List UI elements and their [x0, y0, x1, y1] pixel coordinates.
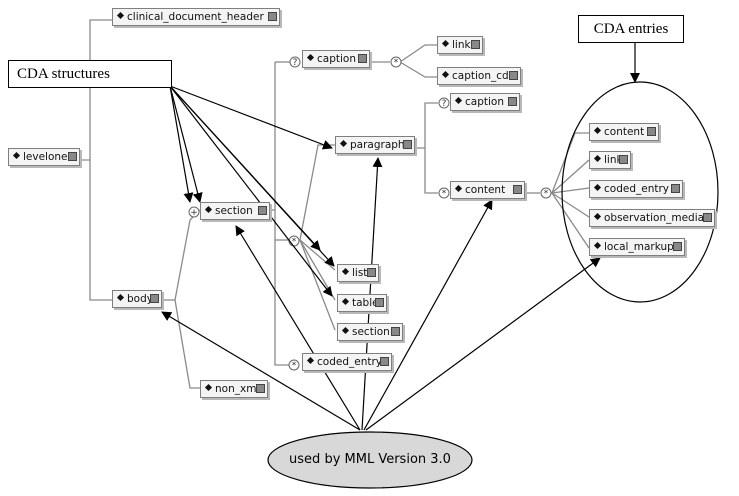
- element-type-icon: [508, 97, 517, 106]
- element-diamond-icon: [593, 126, 602, 135]
- node-label: caption: [317, 53, 356, 65]
- element-diamond-icon: [441, 39, 450, 48]
- mml-version-ellipse: [267, 431, 473, 489]
- element-diamond-icon: [341, 326, 350, 335]
- node-caption-cd[interactable]: caption_cd: [437, 67, 521, 85]
- node-label: body: [127, 293, 153, 305]
- element-diamond-icon: [341, 267, 350, 276]
- element-type-icon: [509, 71, 518, 80]
- node-entry-link[interactable]: link: [589, 151, 631, 169]
- element-diamond-icon: [593, 241, 602, 250]
- element-diamond-icon: [204, 383, 213, 392]
- element-diamond-icon: [454, 184, 463, 193]
- node-levelone[interactable]: levelone: [8, 148, 80, 166]
- node-label: caption_cd: [452, 70, 509, 82]
- element-type-icon: [258, 206, 267, 215]
- element-diamond-icon: [593, 154, 602, 163]
- node-coded-entry[interactable]: coded_entry: [302, 353, 392, 371]
- element-type-icon: [471, 40, 480, 49]
- element-type-icon: [68, 152, 77, 161]
- node-label: section: [352, 326, 390, 338]
- connector-symbols: [188, 56, 552, 371]
- node-link[interactable]: link: [437, 36, 483, 54]
- element-type-icon: [403, 140, 412, 149]
- element-diamond-icon: [339, 139, 348, 148]
- node-label: list: [352, 267, 368, 279]
- node-caption-2[interactable]: caption: [450, 93, 520, 111]
- choice-symbol-3: *: [292, 361, 297, 371]
- element-diamond-icon: [593, 183, 602, 192]
- optional-symbol-2: ?: [442, 99, 447, 109]
- node-label: coded_entry: [317, 356, 382, 368]
- node-section[interactable]: section: [200, 202, 270, 220]
- node-clinical-document-header[interactable]: clinical_document_header: [112, 8, 280, 26]
- node-label: table: [352, 297, 379, 309]
- cda-structures-callout: CDA structures: [8, 60, 172, 88]
- element-diamond-icon: [306, 53, 315, 62]
- element-diamond-icon: [204, 205, 213, 214]
- element-type-icon: [380, 357, 389, 366]
- element-diamond-icon: [593, 212, 602, 221]
- element-diamond-icon: [306, 356, 315, 365]
- choice-symbol-4: *: [442, 189, 447, 199]
- element-type-icon: [358, 54, 367, 63]
- cda-entries-callout: CDA entries: [578, 15, 684, 43]
- node-list[interactable]: list: [337, 264, 379, 282]
- node-label: clinical_document_header: [127, 11, 264, 23]
- node-entry-local-markup[interactable]: local_markup: [589, 238, 685, 256]
- mml-version-label: used by MML Version 3.0: [289, 452, 451, 467]
- node-entry-observation-media[interactable]: observation_media: [589, 209, 715, 227]
- element-diamond-icon: [116, 11, 125, 20]
- node-label: coded_entry: [604, 183, 669, 195]
- element-diamond-icon: [454, 96, 463, 105]
- element-type-icon: [268, 12, 277, 21]
- element-type-icon: [256, 384, 265, 393]
- choice-symbol-5: *: [544, 189, 549, 199]
- optional-symbol-1: ?: [293, 58, 298, 68]
- element-type-icon: [367, 268, 376, 277]
- cda-entries-ellipse: [561, 81, 719, 303]
- element-diamond-icon: [341, 297, 350, 306]
- element-type-icon: [513, 185, 522, 194]
- node-label: levelone: [23, 151, 68, 163]
- element-type-icon: [703, 213, 712, 222]
- node-label: section: [215, 205, 253, 217]
- element-type-icon: [150, 294, 159, 303]
- node-label: caption: [465, 96, 504, 108]
- node-section-2[interactable]: section: [337, 323, 403, 341]
- element-type-icon: [391, 327, 400, 336]
- element-diamond-icon: [441, 70, 450, 79]
- node-content[interactable]: content: [450, 181, 525, 199]
- element-type-icon: [647, 127, 656, 136]
- element-type-icon: [671, 184, 680, 193]
- node-entry-coded-entry[interactable]: coded_entry: [589, 180, 683, 198]
- element-diamond-icon: [116, 293, 125, 302]
- node-caption[interactable]: caption: [302, 50, 370, 68]
- choice-symbol-1: *: [394, 58, 399, 68]
- node-label: content: [604, 126, 645, 138]
- node-label: link: [604, 154, 623, 166]
- node-body[interactable]: body: [112, 290, 162, 308]
- sequence-symbol: +: [190, 208, 198, 218]
- node-label: link: [452, 39, 471, 51]
- node-entry-content[interactable]: content: [589, 123, 659, 141]
- node-non-xml[interactable]: non_xml: [200, 380, 268, 398]
- node-label: observation_media: [604, 212, 705, 224]
- node-paragraph[interactable]: paragraph: [335, 136, 415, 154]
- node-label: content: [465, 184, 506, 196]
- choice-symbol-2: *: [292, 237, 297, 247]
- node-label: non_xml: [215, 383, 260, 395]
- node-label: local_markup: [604, 241, 674, 253]
- node-table[interactable]: table: [337, 294, 387, 312]
- element-type-icon: [375, 298, 384, 307]
- element-type-icon: [673, 242, 682, 251]
- element-diamond-icon: [12, 151, 21, 160]
- node-label: paragraph: [350, 139, 405, 151]
- element-type-icon: [619, 155, 628, 164]
